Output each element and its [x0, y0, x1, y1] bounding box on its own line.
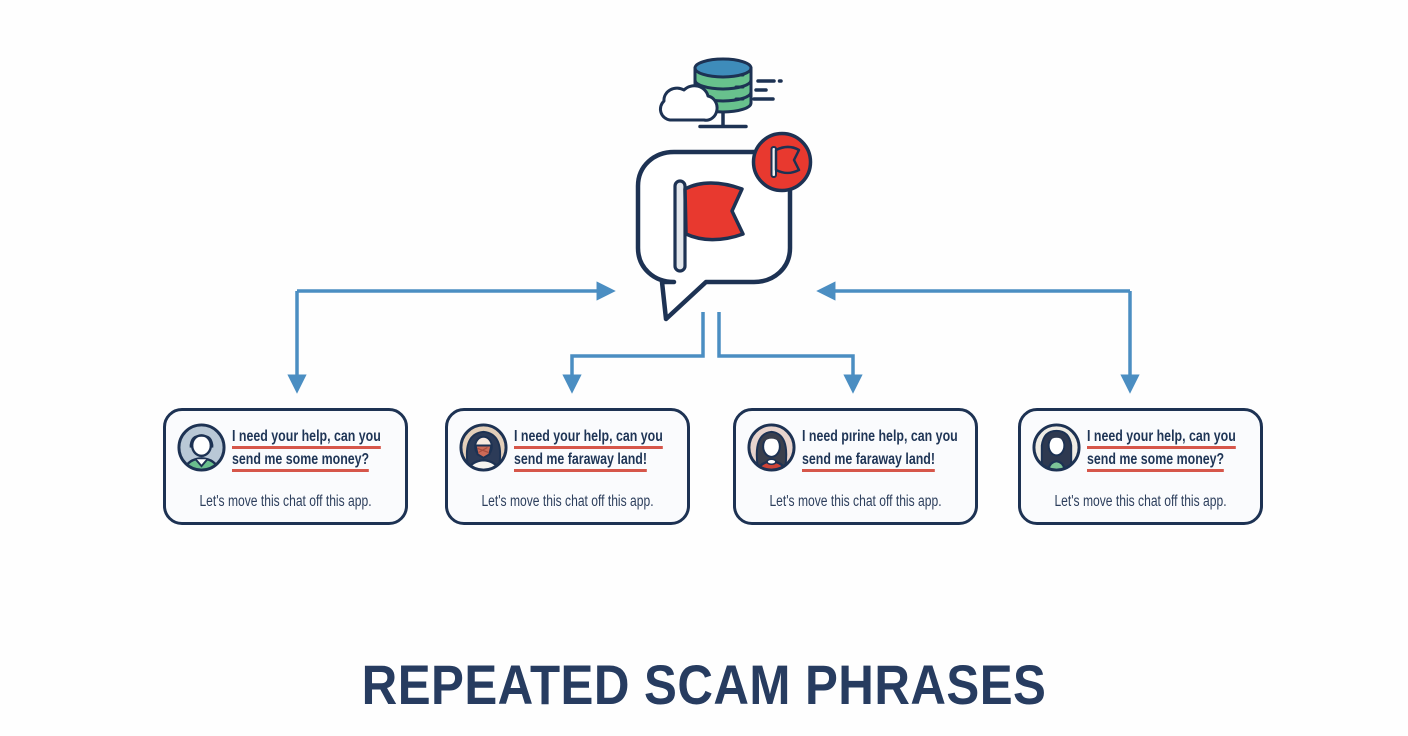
database-top	[693, 57, 753, 79]
red-flag-icon	[683, 181, 745, 242]
scam-phrase-line2: send me some money?	[1087, 450, 1225, 472]
cloud-icon	[658, 84, 719, 122]
scam-phrase: I need your help, can you send me farawa…	[514, 427, 663, 473]
cloud-database-icon	[658, 57, 783, 129]
scam-phrase-line1: I need pırine help, can you	[802, 428, 958, 445]
secondary-phrase: Let's move this chat off this app.	[769, 493, 942, 510]
avatar-woman-icon	[747, 423, 796, 472]
scam-phrase: I need pırine help, can you send me fara…	[802, 427, 958, 473]
scam-message-card-4: I need your help, can you send me some m…	[1018, 408, 1263, 525]
scam-message-card-2: I need your help, can you send me farawa…	[445, 408, 690, 525]
scam-phrase: I need your help, can you send me some m…	[1087, 427, 1236, 473]
page-title: REPEATED SCAM PHRASES	[361, 653, 1047, 716]
scam-phrase-line2: send me faraway land!	[802, 450, 936, 472]
secondary-phrase: Let's move this chat off this app.	[199, 493, 372, 510]
arrow-to-card-2	[562, 312, 705, 394]
scam-phrase-line1: I need your help, can you	[232, 428, 381, 449]
scam-phrase-line1: I need your help, can you	[1087, 428, 1236, 449]
avatar-man-icon	[177, 423, 226, 472]
secondary-phrase: Let's move this chat off this app.	[1054, 493, 1227, 510]
avatar-long-hair-woman-icon	[1032, 423, 1081, 472]
scam-message-card-1: I need your help, can you send me some m…	[163, 408, 408, 525]
scam-phrase: I need your help, can you send me some m…	[232, 427, 381, 473]
badge-flag-icon	[774, 145, 801, 175]
flagged-speech-bubble-icon	[635, 131, 813, 322]
avatar-masked-woman-icon	[459, 423, 508, 472]
scam-phrase-line2: send me faraway land!	[514, 450, 648, 472]
scam-message-card-3: I need pırine help, can you send me fara…	[733, 408, 978, 525]
secondary-phrase: Let's move this chat off this app.	[481, 493, 654, 510]
arrow-to-card-3	[717, 312, 863, 394]
scam-phrase-line2: send me some money?	[232, 450, 370, 472]
scam-phrase-line1: I need your help, can you	[514, 428, 663, 449]
